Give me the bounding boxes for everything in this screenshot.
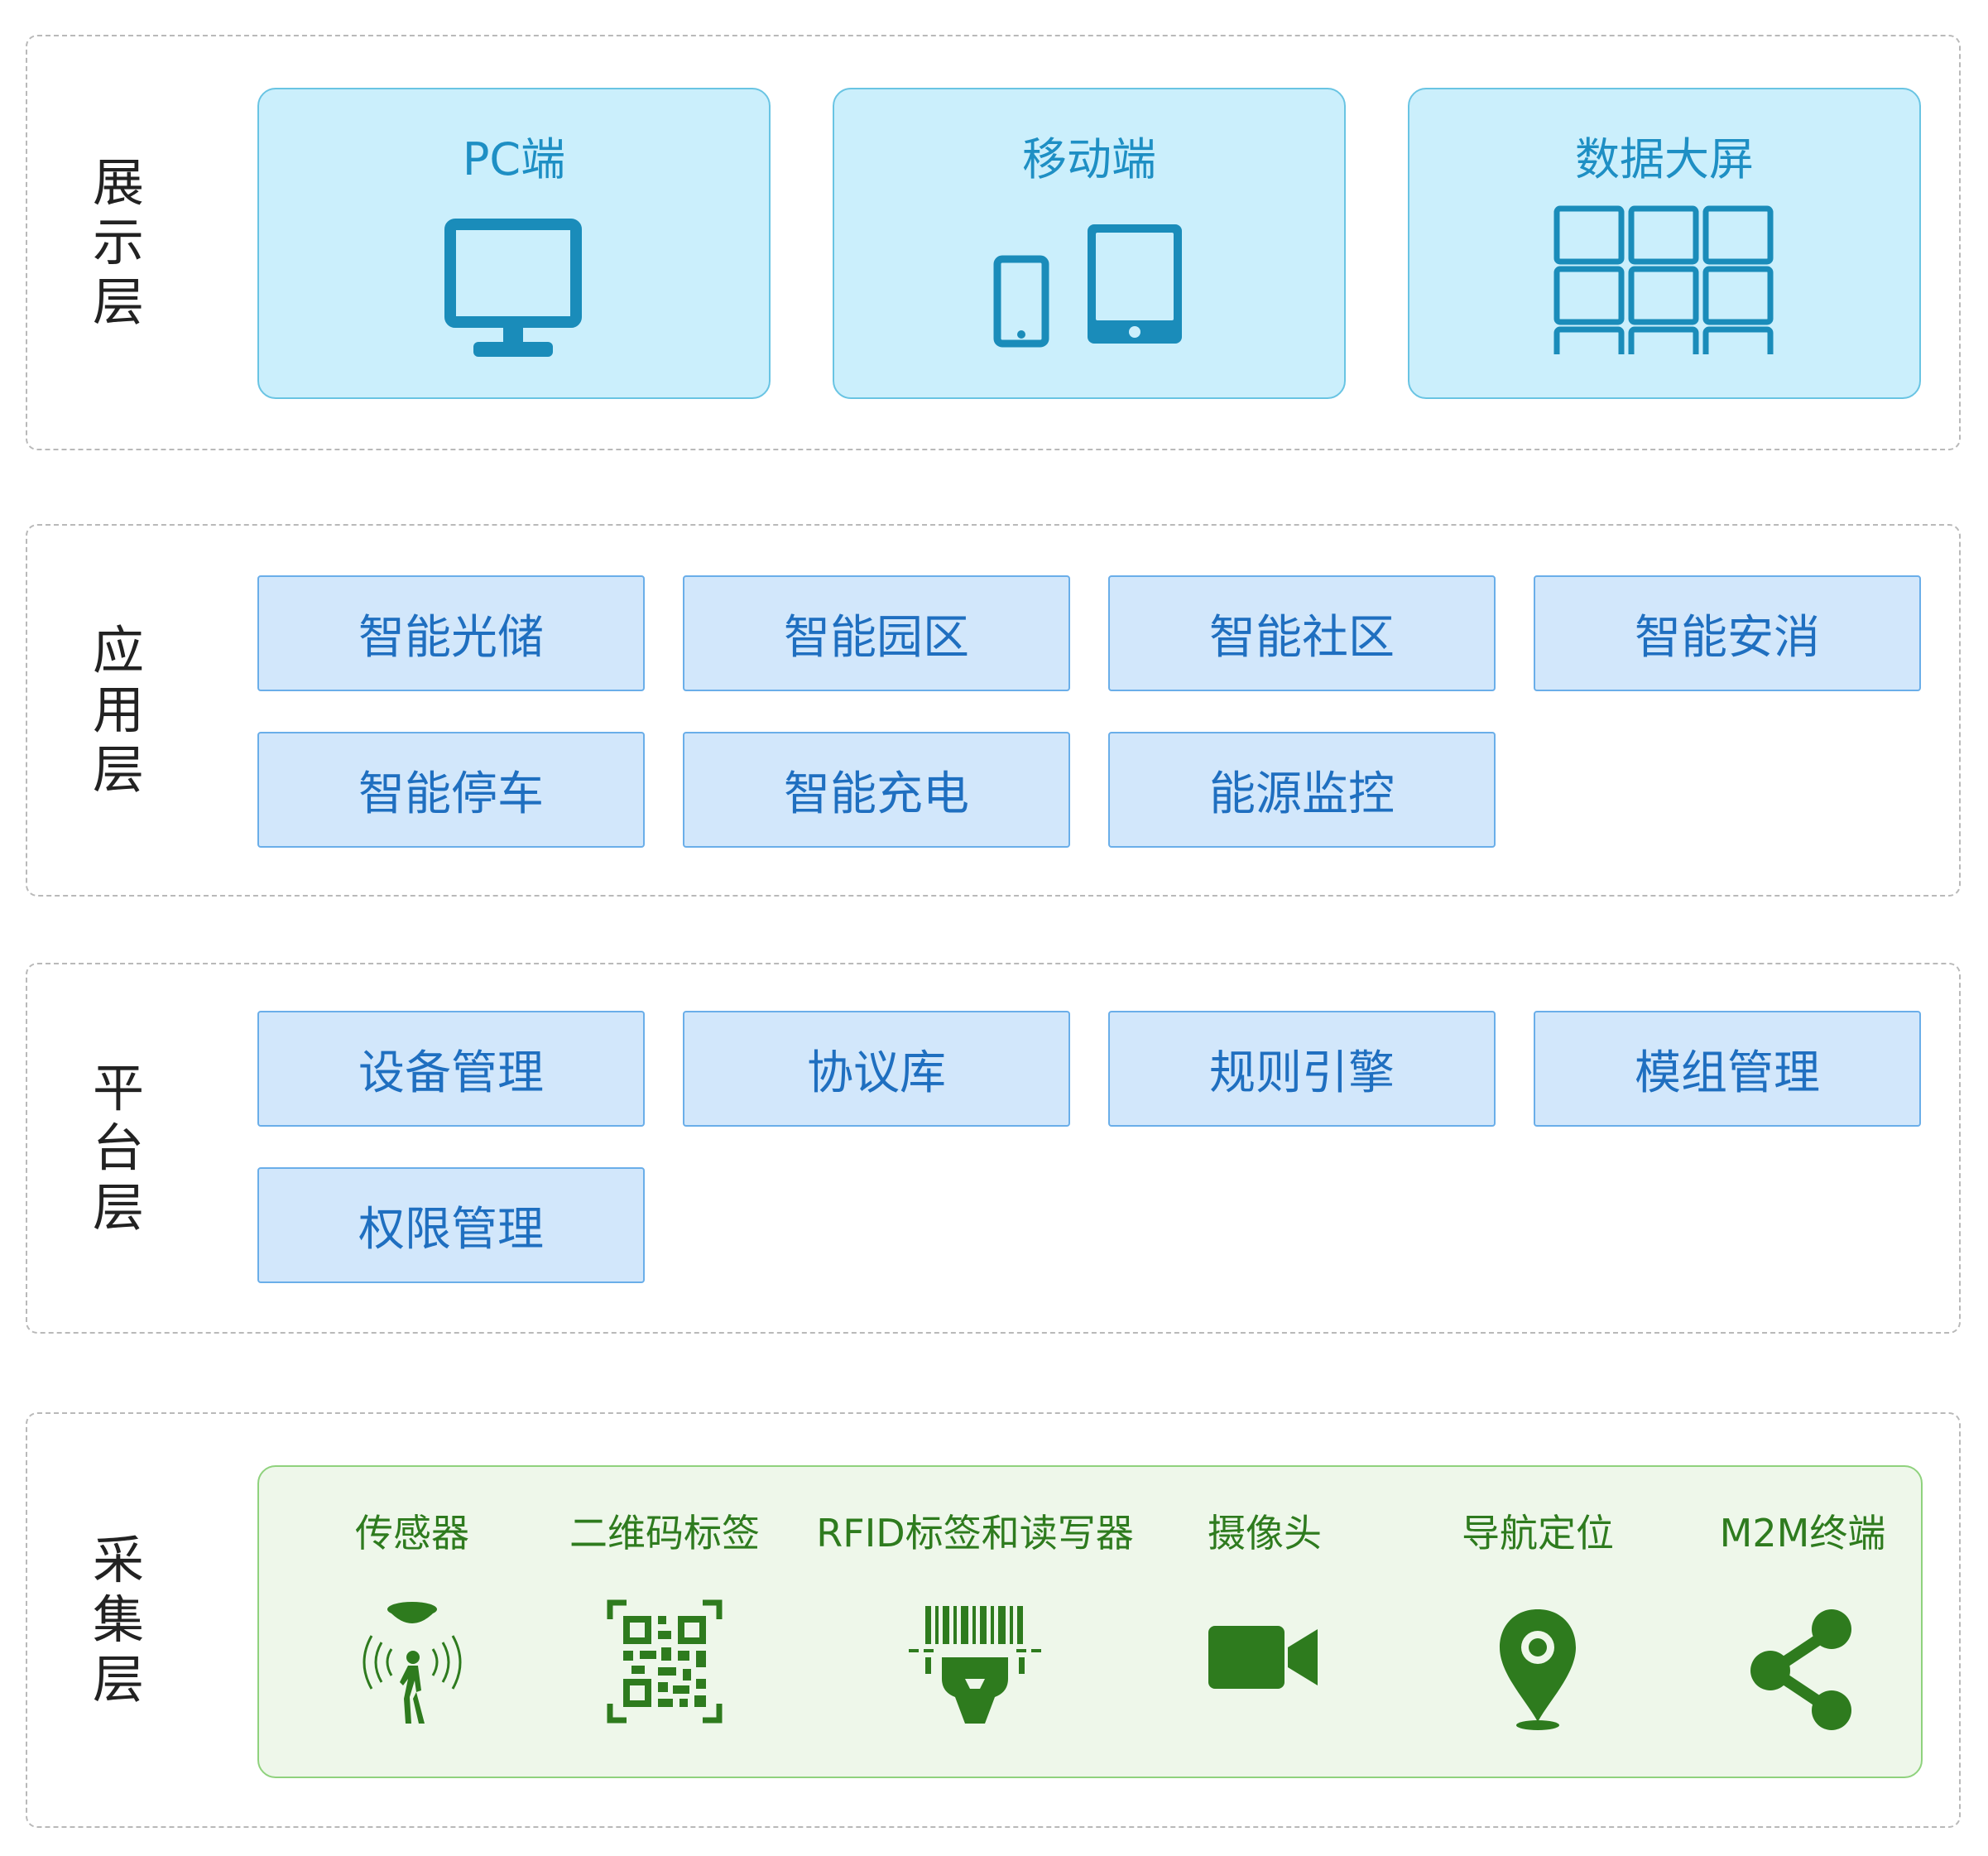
collect-item-camera[interactable]: 摄像头 xyxy=(1161,1467,1368,1780)
video-wall-icon xyxy=(1553,205,1774,354)
platform-layer-label: 平台层 xyxy=(92,1058,144,1238)
collect-item-label: 导航定位 xyxy=(1462,1511,1614,1555)
pc-card[interactable]: PC端 xyxy=(257,88,771,399)
application-layer: 应用层 智能光储 智能园区 智能社区 智能安消 智能停车 智能充电 能源监控 xyxy=(26,524,1961,897)
collect-item-label: RFID标签和读写器 xyxy=(816,1511,1134,1555)
platform-item-module-mgmt[interactable]: 模组管理 xyxy=(1534,1011,1921,1127)
mobile-card-title: 移动端 xyxy=(1022,133,1156,185)
motion-sensor-icon xyxy=(363,1602,462,1724)
app-item-smart-pv-storage[interactable]: 智能光储 xyxy=(257,575,645,691)
barcode-scanner-icon xyxy=(909,1606,1041,1724)
collection-layer-label: 采集层 xyxy=(92,1530,144,1709)
share-network-icon xyxy=(1750,1609,1851,1730)
collect-item-rfid[interactable]: RFID标签和读写器 xyxy=(814,1467,1136,1780)
platform-item-permission-mgmt[interactable]: 权限管理 xyxy=(257,1167,645,1283)
application-layer-label: 应用层 xyxy=(92,620,144,800)
monitor-icon xyxy=(444,219,582,357)
collection-layer: 采集层 传感器 二维码标签 xyxy=(26,1412,1961,1828)
platform-layer: 平台层 设备管理 协议库 规则引擎 模组管理 权限管理 xyxy=(26,963,1961,1334)
platform-item-protocol-lib[interactable]: 协议库 xyxy=(683,1011,1070,1127)
collect-item-sensor[interactable]: 传感器 xyxy=(309,1467,516,1780)
platform-item-device-mgmt[interactable]: 设备管理 xyxy=(257,1011,645,1127)
data-screen-card[interactable]: 数据大屏 xyxy=(1408,88,1921,399)
app-item-smart-park[interactable]: 智能园区 xyxy=(683,575,1070,691)
collection-card: 传感器 二维码标签 xyxy=(257,1465,1923,1778)
video-camera-icon xyxy=(1208,1626,1318,1689)
collect-item-m2m[interactable]: M2M终端 xyxy=(1699,1467,1906,1780)
collect-item-navigation[interactable]: 导航定位 xyxy=(1434,1467,1641,1780)
app-item-smart-charging[interactable]: 智能充电 xyxy=(683,732,1070,848)
pc-card-title: PC端 xyxy=(462,133,566,185)
app-item-smart-security[interactable]: 智能安消 xyxy=(1534,575,1921,691)
collect-item-label: 摄像头 xyxy=(1208,1511,1322,1555)
collect-item-qr-tag[interactable]: 二维码标签 xyxy=(561,1467,768,1780)
map-pin-icon xyxy=(1500,1609,1576,1730)
platform-item-rule-engine[interactable]: 规则引擎 xyxy=(1108,1011,1496,1127)
display-layer-label: 展示层 xyxy=(92,152,144,332)
data-screen-card-title: 数据大屏 xyxy=(1575,133,1754,185)
app-item-energy-monitor[interactable]: 能源监控 xyxy=(1108,732,1496,848)
app-item-smart-parking[interactable]: 智能停车 xyxy=(257,732,645,848)
collect-item-label: 二维码标签 xyxy=(569,1511,760,1555)
collect-item-label: M2M终端 xyxy=(1719,1511,1886,1555)
app-item-smart-community[interactable]: 智能社区 xyxy=(1108,575,1496,691)
phone-tablet-icon xyxy=(993,224,1182,348)
qr-code-icon xyxy=(607,1599,723,1724)
display-layer: 展示层 PC端 移动端 数据大屏 xyxy=(26,35,1961,450)
collect-item-label: 传感器 xyxy=(355,1511,469,1555)
mobile-card[interactable]: 移动端 xyxy=(833,88,1346,399)
